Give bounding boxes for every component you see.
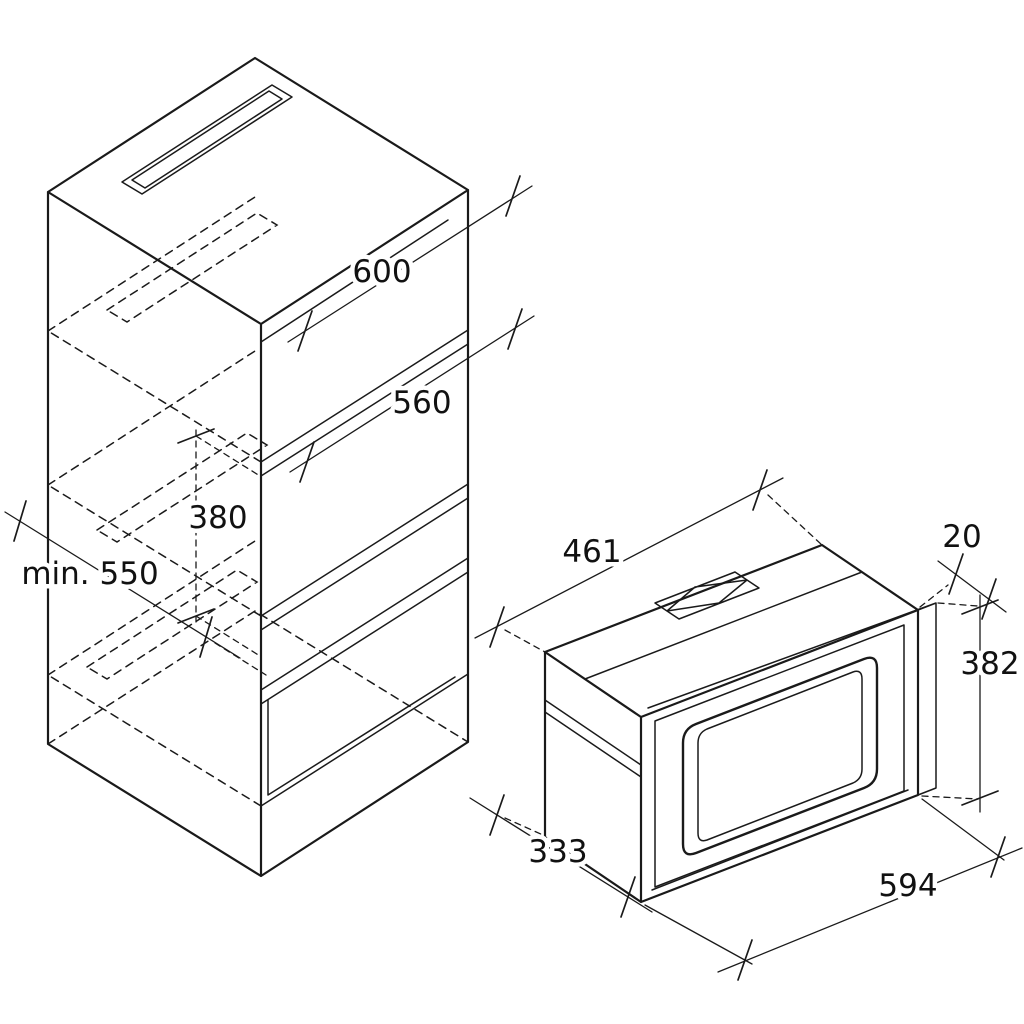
dimension-extensions bbox=[214, 642, 267, 676]
dimension-line bbox=[717, 847, 1023, 973]
dimension-extensions bbox=[919, 584, 949, 608]
dimension-ticks bbox=[737, 836, 1006, 981]
dimension-ticks bbox=[13, 500, 213, 658]
cabinet-top-panel-edge bbox=[260, 219, 449, 343]
oven-door-window-inner bbox=[697, 670, 863, 842]
dim-label-depth-bottom: 333 bbox=[528, 834, 587, 870]
dimension-cabinet-min-depth: min. 550 bbox=[4, 500, 267, 676]
dimension-line bbox=[289, 315, 535, 473]
oven-trim-flange bbox=[647, 602, 937, 796]
oven-base-line bbox=[651, 789, 909, 891]
dim-label-opening-width: 600 bbox=[352, 254, 411, 290]
dimension-ticks bbox=[948, 553, 997, 620]
dimension-oven-depth-top: 461 bbox=[474, 469, 823, 653]
cabinet-shelves bbox=[260, 329, 469, 807]
dim-label-height: 382 bbox=[960, 646, 1019, 682]
dim-label-inner-width: 560 bbox=[392, 385, 451, 421]
dimension-oven-depth-bottom: 333 bbox=[469, 794, 653, 918]
oven-side-seams bbox=[544, 699, 642, 778]
dimension-ticks bbox=[489, 469, 768, 648]
dimension-oven-height: 382 bbox=[921, 594, 1024, 813]
dimension-line bbox=[474, 477, 784, 639]
dimension-ticks bbox=[489, 794, 636, 918]
dimension-extensions bbox=[195, 435, 261, 657]
dimension-cabinet-inner-width: 560 bbox=[289, 308, 535, 483]
oven-top-fold-line bbox=[584, 571, 863, 680]
dimension-ticks bbox=[961, 599, 999, 806]
oven-top-vent bbox=[654, 571, 760, 620]
cabinet-compartment-inner bbox=[267, 676, 456, 796]
dimension-extensions bbox=[921, 602, 979, 800]
dimension-line bbox=[937, 560, 1007, 613]
dimension-extensions bbox=[504, 494, 823, 653]
dim-label-depth-top: 461 bbox=[562, 534, 621, 570]
oven-drawing bbox=[543, 543, 937, 904]
dimension-line bbox=[469, 797, 653, 913]
cabinet-drawing bbox=[46, 56, 470, 878]
dimension-line bbox=[4, 511, 241, 659]
cabinet-top-vent-slot bbox=[121, 84, 293, 195]
dim-label-min-depth: min. 550 bbox=[21, 556, 158, 592]
cabinet-hidden-vent-slots bbox=[85, 212, 279, 680]
dim-label-niche-height: 380 bbox=[188, 500, 247, 536]
dimension-oven-width: 594 bbox=[644, 798, 1023, 981]
dimension-line bbox=[287, 185, 533, 343]
dimension-cabinet-opening-width: 600 bbox=[287, 175, 533, 352]
oven-door-window bbox=[681, 656, 879, 856]
dimension-extensions bbox=[644, 798, 1005, 965]
cabinet-outline bbox=[46, 56, 470, 878]
dimension-ticks bbox=[297, 175, 521, 352]
dim-label-width: 594 bbox=[878, 868, 937, 904]
dimension-ticks bbox=[299, 308, 523, 483]
dimension-cabinet-niche-height: 380 bbox=[177, 428, 261, 657]
dimension-oven-trim-overhang: 20 bbox=[919, 515, 1007, 620]
dimension-extensions bbox=[504, 817, 544, 836]
dim-label-trim-overhang: 20 bbox=[942, 519, 981, 555]
